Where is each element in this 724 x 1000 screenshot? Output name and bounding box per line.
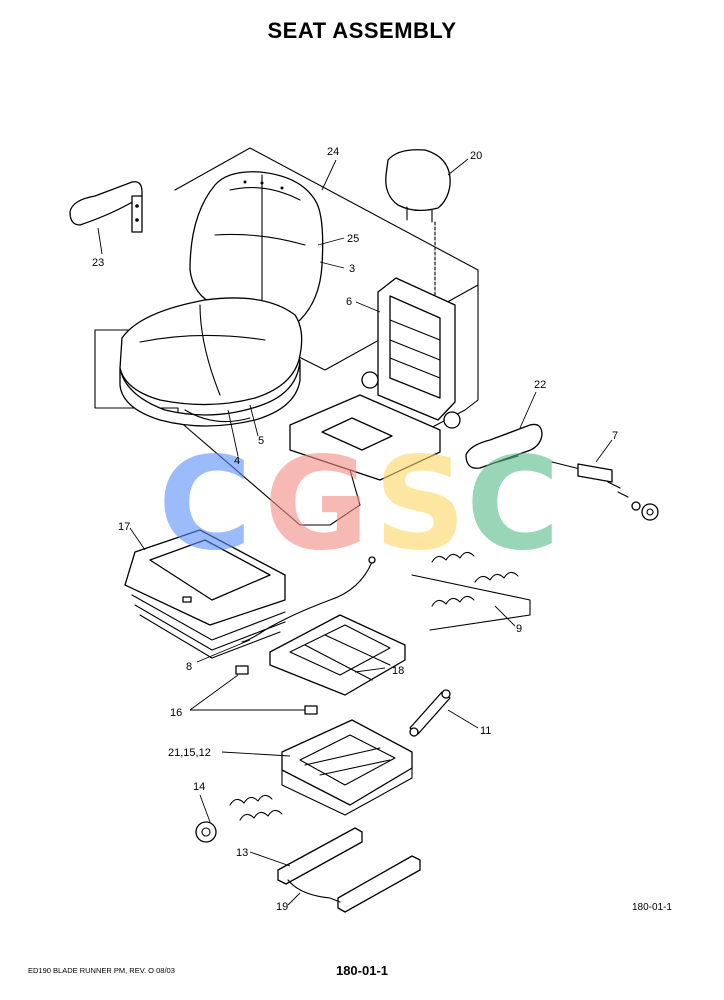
seat-frame-part — [289, 277, 461, 481]
watermark-letter: S — [374, 430, 466, 579]
watermark-letter: C — [466, 430, 560, 579]
footer-doc-ref: ED190 BLADE RUNNER PM, REV. O 08/03 — [28, 966, 175, 975]
callout-4: 4 — [234, 455, 240, 467]
seat-back-cushion-part — [189, 171, 324, 329]
callout-5: 5 — [258, 435, 264, 447]
callout-17: 17 — [118, 521, 130, 533]
callout-8: 8 — [186, 661, 192, 673]
slide-rails-part — [277, 827, 421, 913]
callout-21-15-12: 21,15,12 — [168, 747, 211, 759]
callout-16: 16 — [170, 707, 182, 719]
callout-18: 18 — [392, 665, 404, 677]
callout-9: 9 — [516, 623, 522, 635]
headrest-part — [385, 149, 451, 301]
figure-id: 180-01-1 — [631, 902, 672, 913]
callout-3: 3 — [349, 263, 355, 275]
adjust-knob-part — [195, 794, 283, 843]
watermark: C G S C — [158, 430, 560, 579]
callout-14: 14 — [193, 781, 205, 793]
callout-11: 11 — [480, 725, 491, 737]
page-title: SEAT ASSEMBLY — [267, 18, 457, 43]
spring-set-part — [411, 551, 531, 631]
armrest-left-part — [69, 181, 143, 233]
callout-22: 22 — [534, 379, 546, 391]
callout-6: 6 — [346, 296, 352, 308]
seat-pan-part — [124, 529, 286, 659]
seat-cushion-part — [119, 297, 303, 427]
callout-13: 13 — [236, 847, 248, 859]
page-number: 180-01-1 — [335, 963, 389, 978]
suspension-base-part — [281, 719, 413, 816]
watermark-letter: G — [264, 430, 369, 579]
callout-7: 7 — [612, 430, 618, 442]
cable-part — [241, 556, 376, 643]
watermark-letter: C — [158, 430, 252, 579]
leader-lines — [97, 158, 613, 906]
armrest-adjuster-part — [551, 461, 659, 521]
callout-20: 20 — [470, 150, 482, 162]
upper-slide-part — [235, 614, 406, 715]
callout-25: 25 — [347, 233, 359, 245]
armrest-right-part — [465, 423, 543, 469]
shock-absorber-part — [409, 689, 451, 737]
callout-19: 19 — [276, 901, 288, 913]
callout-23: 23 — [92, 257, 104, 269]
callout-24: 24 — [327, 146, 339, 158]
